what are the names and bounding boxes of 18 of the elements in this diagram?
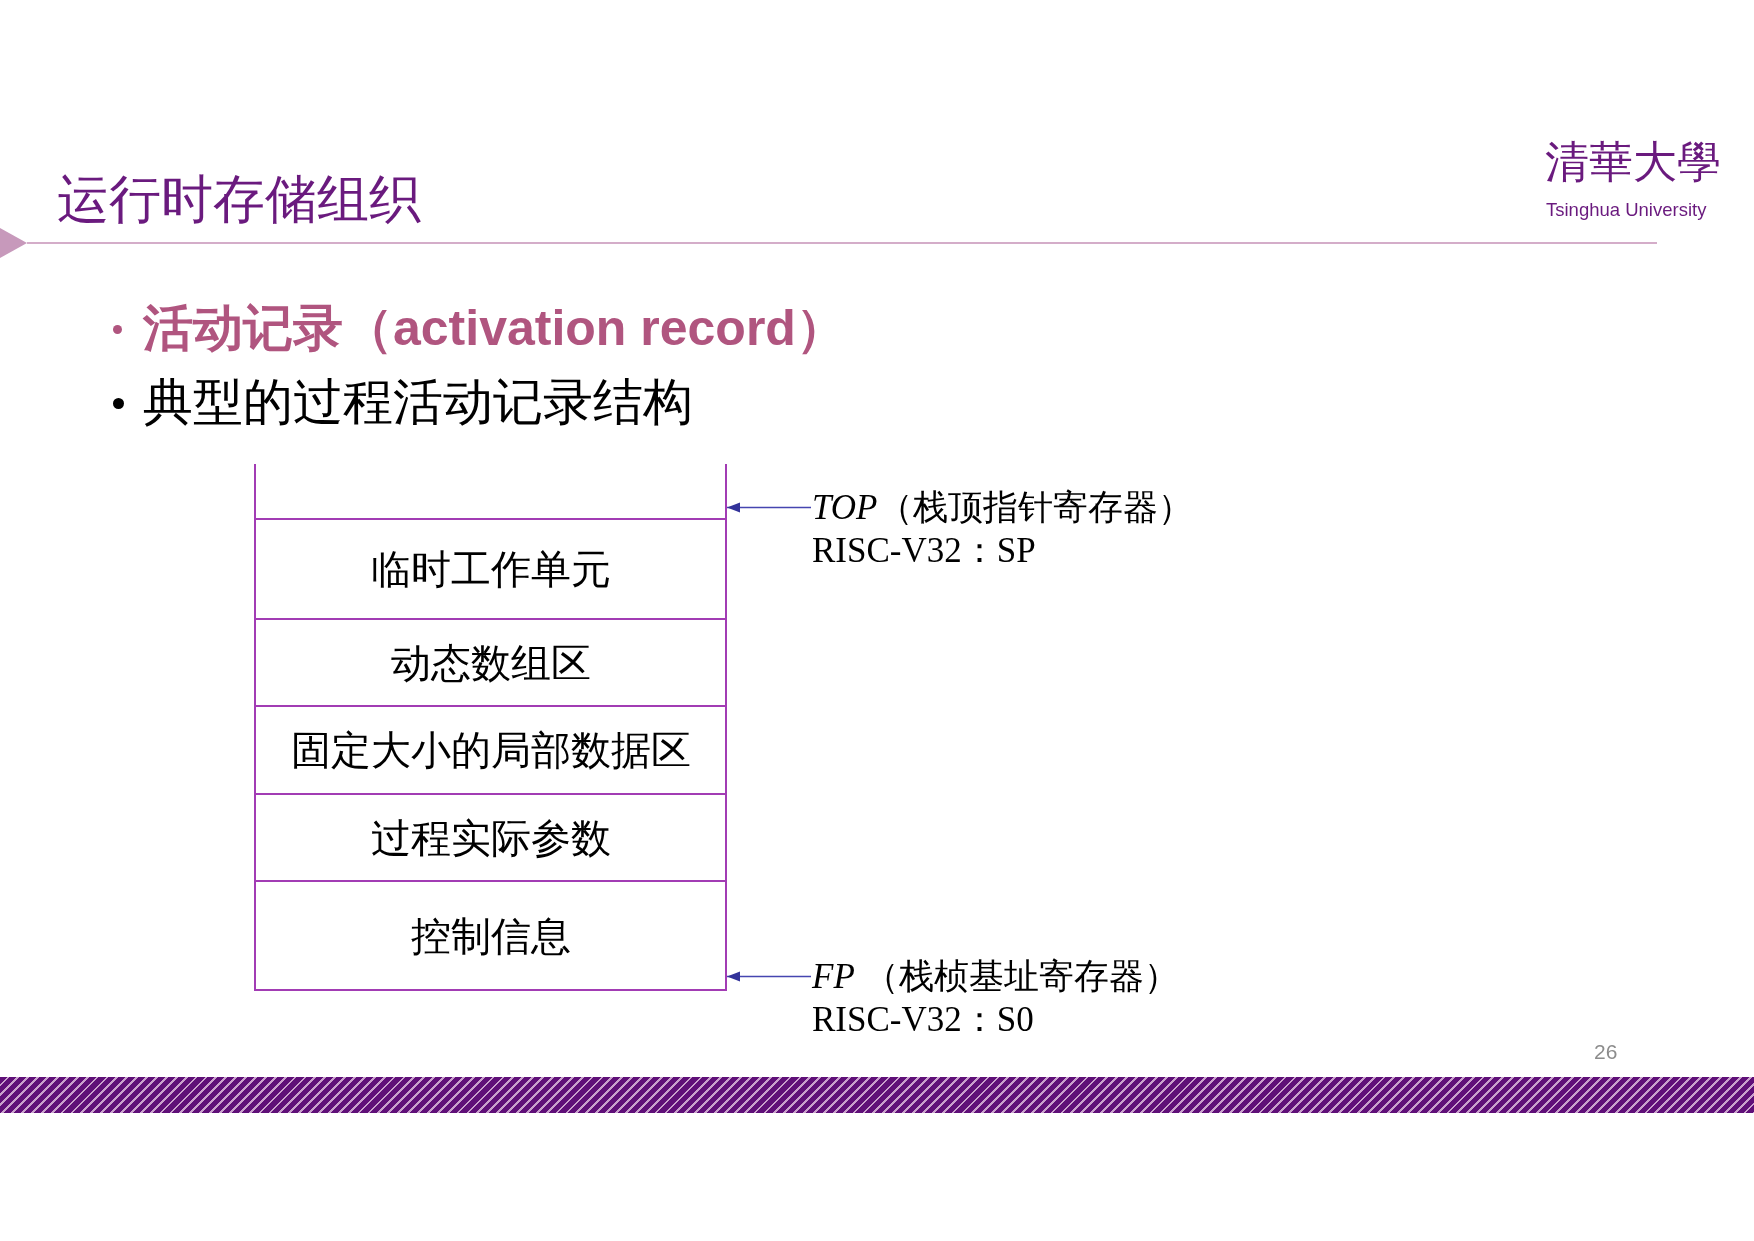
stack-slot: 临时工作单元 <box>254 518 727 620</box>
slide-title: 运行时存储组织 <box>57 169 421 230</box>
stack-slot <box>254 464 727 520</box>
register-note: RISC-V32：SP <box>812 530 1036 572</box>
bullet-text: 典型的过程活动记录结构 <box>143 373 693 432</box>
pointer-label: FP （栈桢基址寄存器） <box>812 956 1179 998</box>
pointer-label: TOP（栈顶指针寄存器） <box>812 487 1193 529</box>
bullet-text: 活动记录（activation record） <box>143 299 846 358</box>
stack-slot: 固定大小的局部数据区 <box>254 705 727 795</box>
stack-slot: 过程实际参数 <box>254 793 727 882</box>
stack-slot: 控制信息 <box>254 880 727 991</box>
register-note: RISC-V32：S0 <box>812 999 1034 1041</box>
university-name: Tsinghua University <box>1546 199 1707 221</box>
arrow <box>726 971 812 982</box>
arrow <box>726 502 812 513</box>
stack-slot: 动态数组区 <box>254 618 727 707</box>
university-name: 清華大學 <box>1545 137 1721 189</box>
page-number: 26 <box>1594 1040 1618 1064</box>
